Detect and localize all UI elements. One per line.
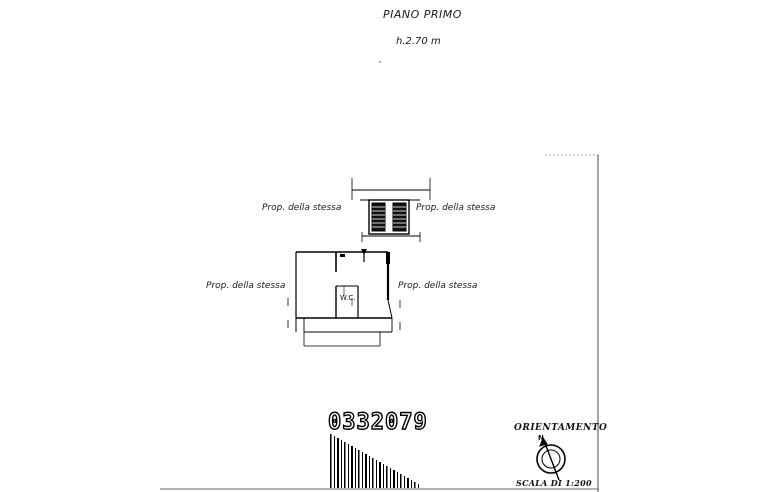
wall-pillar: [386, 252, 390, 264]
compass-icon: [536, 436, 566, 481]
document-stamp-number: 0332079: [327, 409, 428, 435]
label-neighbour-top-left: Prop. della stessa: [262, 203, 342, 213]
label-neighbour-mid-left: Prop. della stessa: [206, 281, 286, 291]
barcode: [330, 434, 419, 488]
apartment-walls: [287, 251, 401, 347]
scale-label: SCALA DI 1:200: [516, 478, 592, 488]
plan-height: h.2.70 m: [396, 36, 441, 47]
label-neighbour-mid-right: Prop. della stessa: [398, 281, 478, 291]
north-label: N: [538, 434, 544, 442]
ink-dot: [379, 61, 381, 63]
window-mark: [340, 254, 345, 257]
label-wc: W.C.: [340, 294, 356, 302]
orientation-title: ORIENTAMENTO: [514, 423, 608, 433]
staircase: [351, 178, 431, 242]
label-neighbour-top-right: Prop. della stessa: [416, 203, 496, 213]
plan-title: PIANO PRIMO: [383, 8, 462, 21]
